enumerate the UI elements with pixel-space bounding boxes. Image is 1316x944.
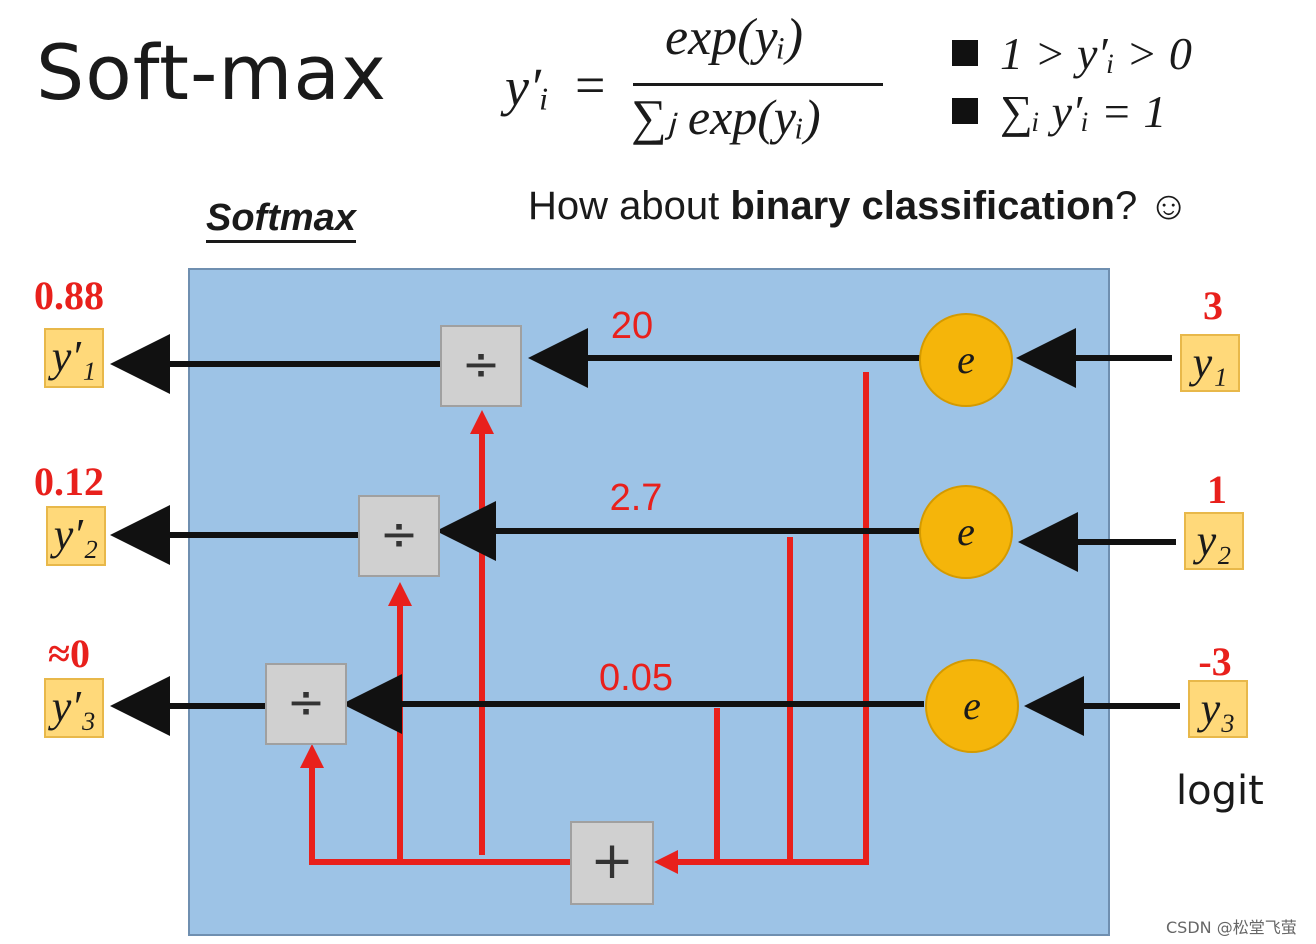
arrowhead [388,582,412,606]
input-y2: y₂ [1184,512,1244,570]
softmax-section-label: Softmax [206,196,356,243]
divide-symbol: ÷ [380,507,419,561]
exp-node-3 [925,659,1019,753]
output-value-3: ≈0 [48,631,90,676]
bullet-square-icon [952,40,978,66]
page-title: Soft-max [36,28,387,117]
property-item: ∑ᵢ y′ᵢ = 1 [952,82,1192,140]
exp-value-1: 20 [611,305,653,347]
red-arrowheads [300,410,678,874]
property-item: 1 > y′ᵢ > 0 [952,24,1192,82]
red-line-e1 [670,372,869,865]
divide-box-2 [358,495,440,577]
exp-node-label: e [957,509,975,554]
divide-box-1 [440,325,522,407]
forward-arrows [110,328,1180,736]
property-list: 1 > y′ᵢ > 0 ∑ᵢ y′ᵢ = 1 [952,24,1192,140]
output-value-1: 0.88 [34,273,104,318]
output-y2: y′₂ [46,506,106,566]
output-value-2: 0.12 [34,459,104,504]
divide-symbol: ÷ [462,337,501,391]
logit-label: logit [1176,768,1264,814]
bullet-square-icon [952,98,978,124]
formula-lhs: y′ᵢ [505,57,550,117]
input-value-2: 1 [1207,467,1227,512]
property-text: 1 > y′ᵢ > 0 [1000,27,1192,79]
arrowhead [300,744,324,768]
formula-equals: = [575,55,606,115]
fraction-bar [633,83,883,86]
exp-value-2: 2.7 [610,477,663,519]
question-bold: binary classification [730,184,1115,228]
input-value-1: 3 [1203,283,1223,328]
sum-symbol: + [590,831,634,891]
exp-node-label: e [957,337,975,382]
exp-node-2 [919,485,1013,579]
question-suffix: ? ☺ [1114,184,1190,228]
output-y3: y′₃ [44,678,104,738]
arrowhead [470,410,494,434]
divide-symbol: ÷ [287,675,326,729]
question-prefix: How about [528,184,731,228]
arrowhead [654,850,678,874]
formula-numerator: exp(yᵢ) [665,9,804,66]
divide-box-3 [265,663,347,745]
input-value-3: -3 [1198,639,1232,684]
sum-network [309,372,869,865]
softmax-formula: y′ᵢ = exp(yᵢ) ∑ⱼ exp(yᵢ) [505,9,905,160]
output-y1: y′₁ [44,328,104,388]
divide-nodes: ÷ ÷ ÷ [265,325,522,745]
property-text: ∑ᵢ y′ᵢ = 1 [1000,85,1167,137]
exp-nodes: e e e [919,313,1019,753]
exp-node-1 [919,313,1013,407]
exp-node-label: e [963,683,981,728]
question-text: How about binary classification? ☺ [528,184,1189,229]
sum-box [570,821,654,905]
exp-value-3: 0.05 [599,657,673,699]
watermark: CSDN @松堂飞萤 [1166,918,1297,937]
input-y1: y₁ [1180,334,1240,392]
formula-denominator: ∑ⱼ exp(yᵢ) [631,89,821,145]
input-y3: y₃ [1188,680,1248,738]
exp-values: 20 2.7 0.05 [599,305,673,699]
red-line-sum-out [309,758,572,865]
